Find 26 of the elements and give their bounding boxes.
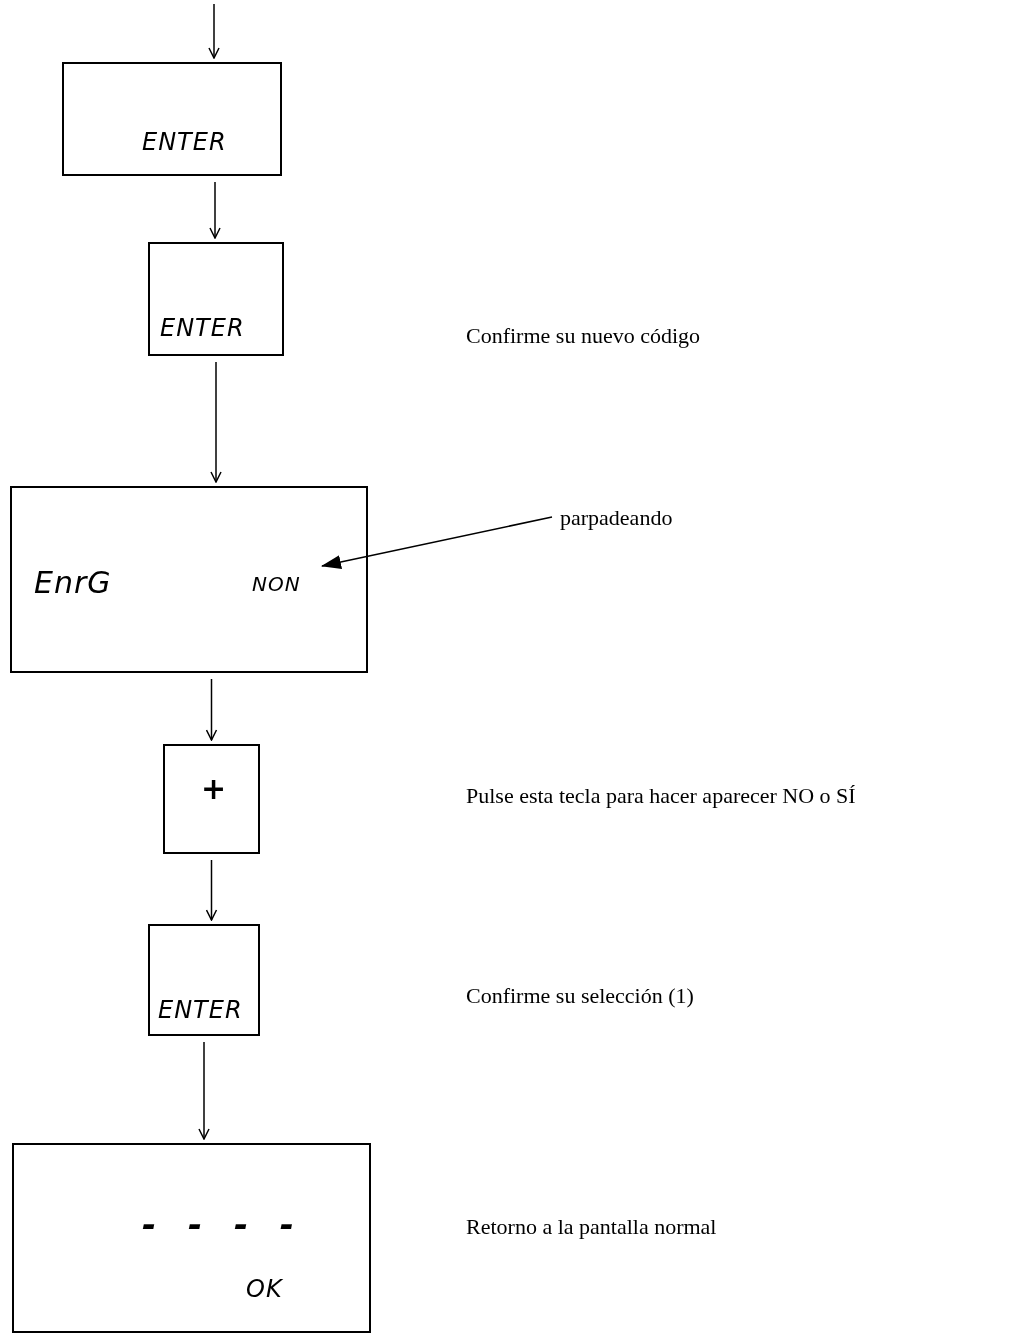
arrow [208,3,220,59]
display-text: - - - - [142,1207,304,1241]
display-box [148,924,260,1036]
arrow [205,678,218,741]
step-description: Confirme su nuevo código [466,325,701,347]
display-text: EnrG [34,568,112,598]
display-box [163,744,260,854]
step-description: Pulse esta tecla para hacer aparecer NO o SÍ [466,785,856,807]
display-box [148,242,284,356]
display-box [10,486,368,673]
display-text: ENTER [160,316,245,340]
step-description: Confirme su selección (1) [466,985,694,1007]
leader-line [321,516,553,569]
display-text: + [201,774,228,804]
step-description: Retorno a la pantalla normal [466,1216,717,1238]
arrow [198,1041,210,1140]
display-text: OK [246,1277,283,1301]
arrow [209,181,221,239]
display-text: NON [252,574,301,594]
display-text: ENTER [158,998,243,1022]
note-text: parpadeando [560,503,740,533]
display-box [12,1143,371,1333]
arrow [205,859,218,921]
display-box [62,62,282,176]
display-text: ENTER [142,130,227,154]
arrow [210,361,222,483]
